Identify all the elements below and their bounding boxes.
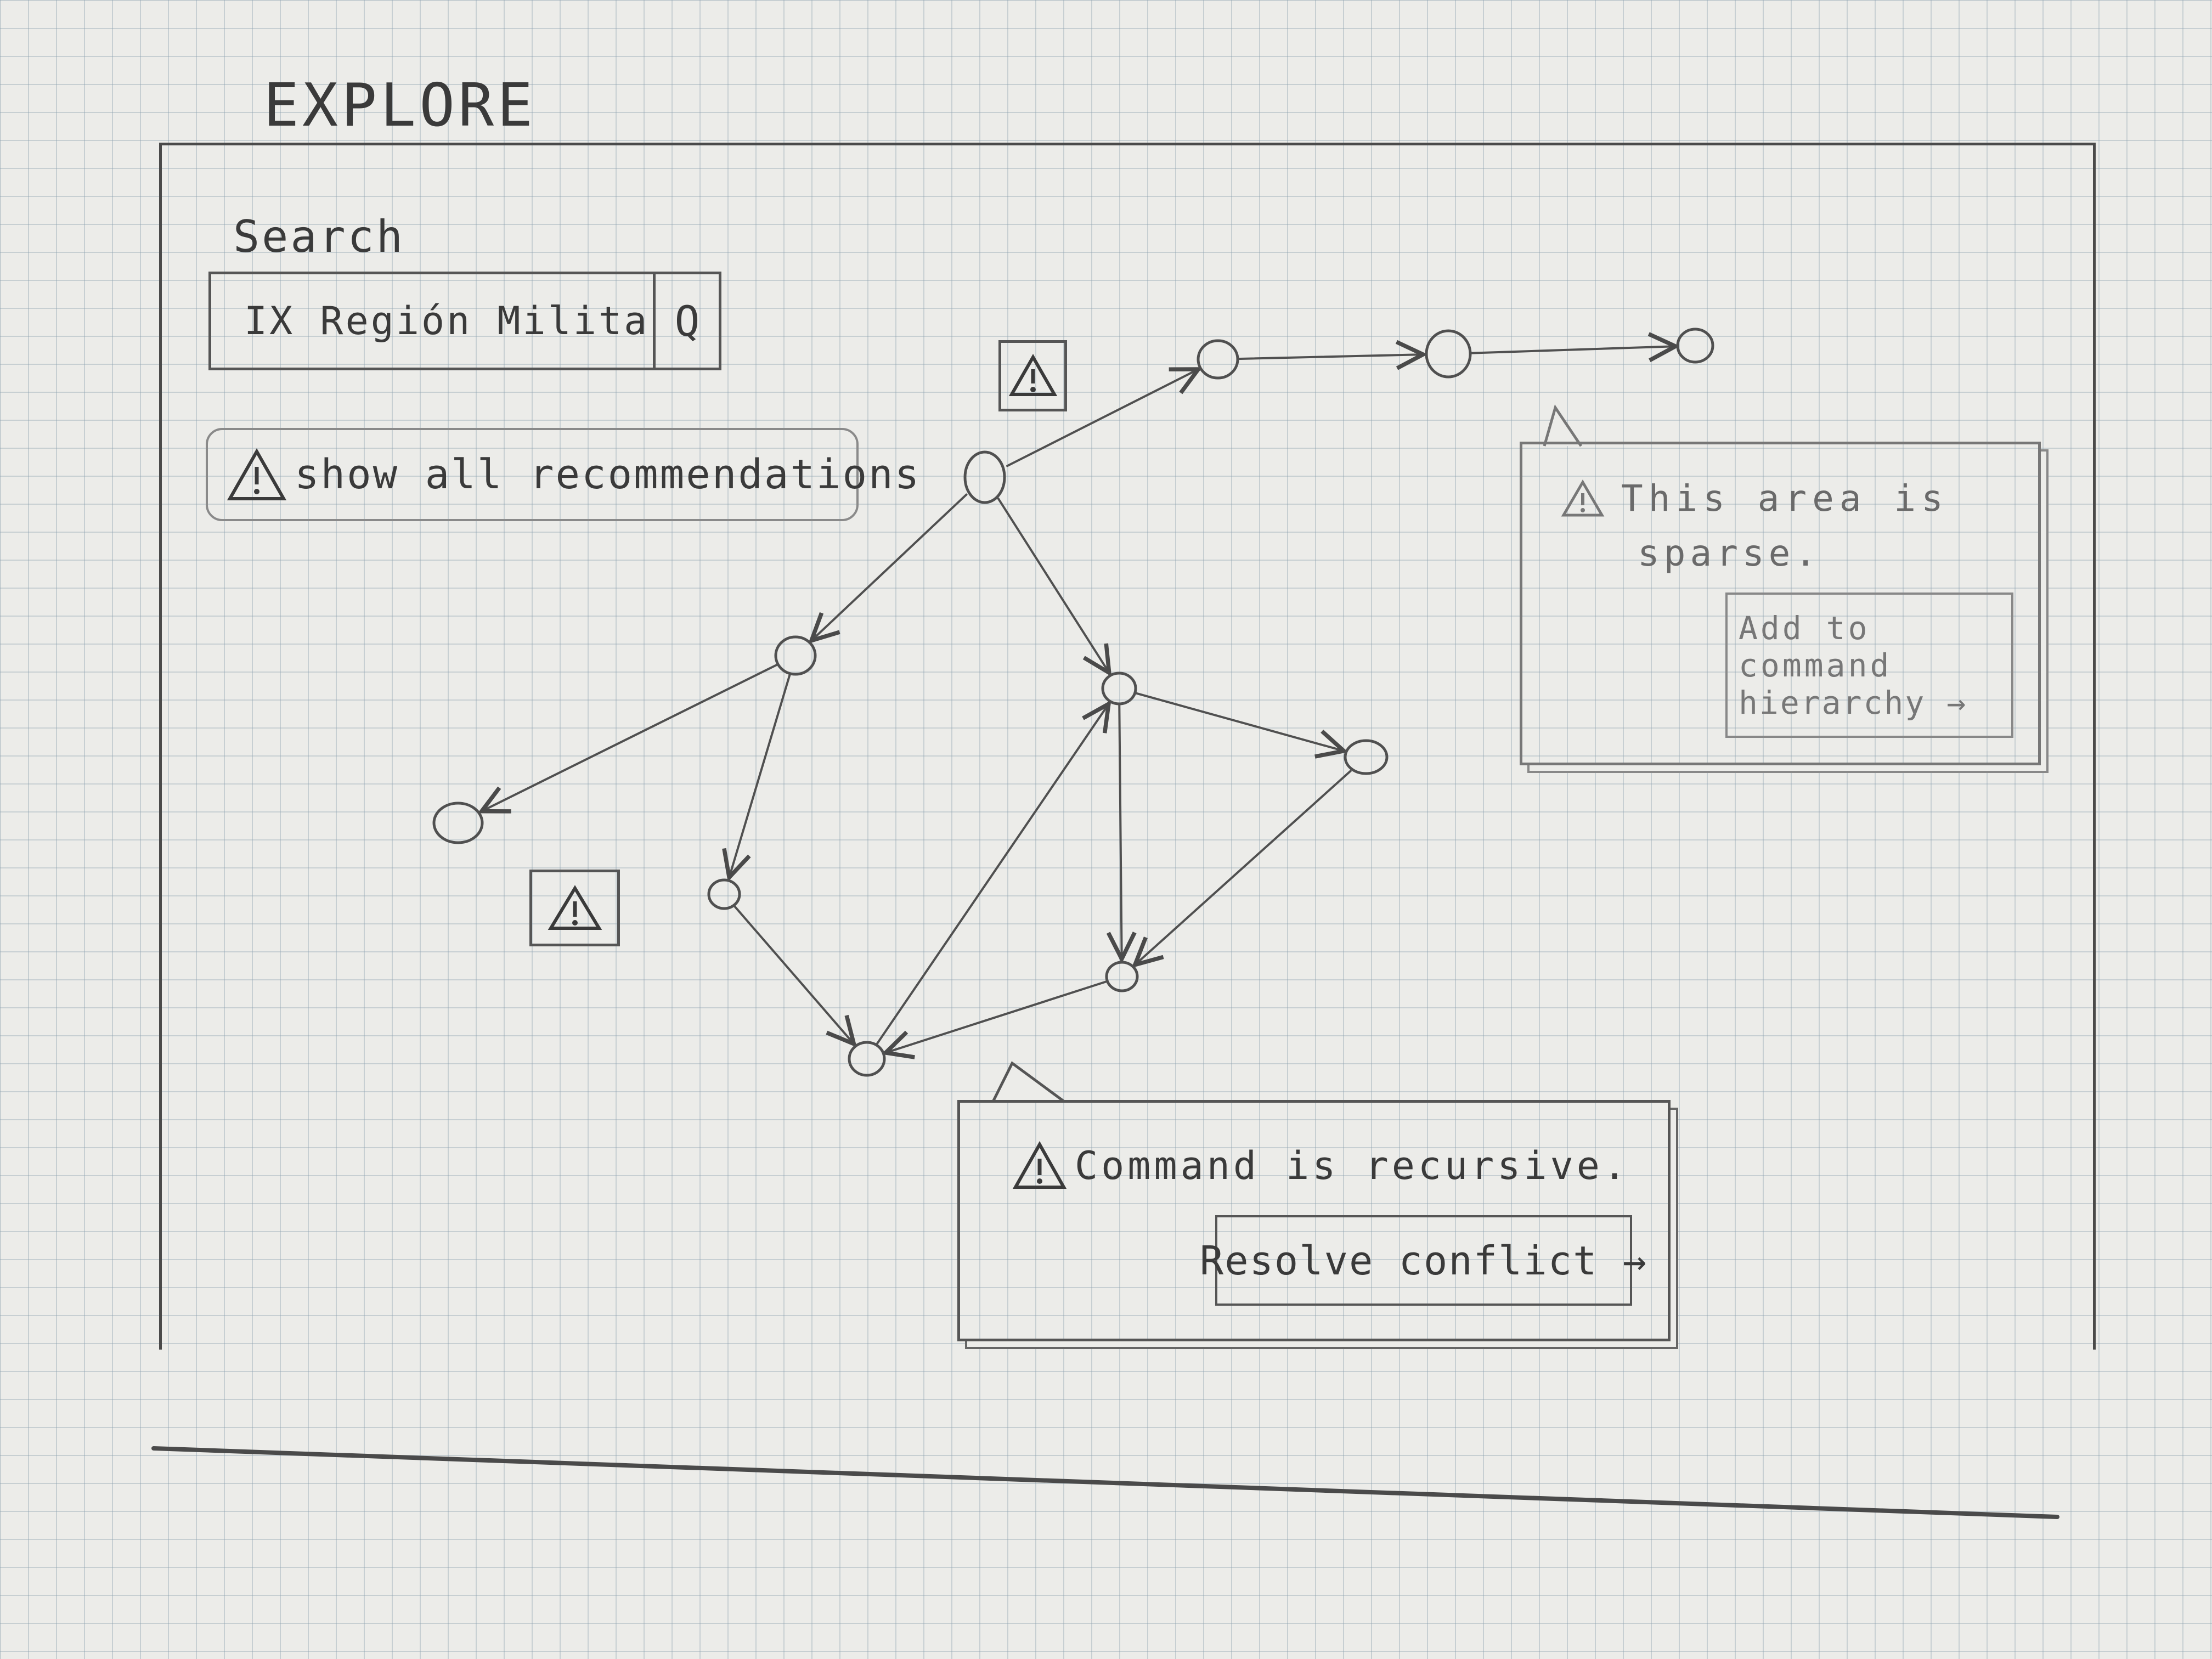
recursive-callout-pointer [991, 1061, 1065, 1103]
graph-node[interactable] [707, 878, 741, 910]
warning-triangle-icon [1012, 1141, 1067, 1189]
search-input[interactable] [211, 274, 653, 368]
show-all-recommendations-button[interactable]: show all recommendations [206, 428, 919, 521]
sparse-message-line2: sparse. [1638, 532, 1821, 574]
graph-edge [876, 704, 1109, 1046]
show-all-recommendations-label: show all recommendations [295, 451, 921, 498]
sparse-message-line1: This area is [1621, 477, 1949, 520]
graph-edge [1006, 369, 1198, 467]
search-bar: Q [208, 272, 721, 370]
graph-edge [1236, 354, 1423, 359]
graph-node[interactable] [1344, 739, 1389, 775]
resolve-conflict-button[interactable]: Resolve conflict → [1200, 1215, 1646, 1306]
graph-edge [482, 663, 779, 811]
graph-edge [811, 493, 968, 641]
warning-triangle-icon [227, 447, 287, 502]
graph-edge [1470, 346, 1675, 353]
graph-edge [885, 980, 1109, 1053]
add-to-command-hierarchy-button[interactable]: Add to command hierarchy → [1725, 592, 2013, 738]
graph-edge [1135, 770, 1352, 964]
graph-node[interactable] [848, 1041, 886, 1077]
bottom-divider-line [151, 1446, 2059, 1519]
recursive-command-callout: Command is recursive. Resolve conflict → [957, 1100, 1671, 1341]
search-button[interactable]: Q [653, 274, 719, 368]
add-to-label-line1: Add to [1739, 609, 1870, 647]
add-to-label-line2: command [1739, 646, 1892, 684]
search-label: Search [233, 211, 405, 262]
graph-node[interactable] [1676, 328, 1714, 364]
graph-warning-badge-left[interactable] [529, 870, 620, 946]
resolve-conflict-label: Resolve conflict → [1199, 1237, 1648, 1284]
graph-edge [733, 905, 854, 1044]
search-icon: Q [674, 296, 700, 346]
graph-node[interactable] [1197, 339, 1239, 380]
graph-node[interactable] [1425, 329, 1472, 379]
add-to-label-line3: hierarchy → [1739, 684, 1968, 721]
graph-edge [1133, 692, 1344, 751]
sparse-area-callout: This area is sparse. Add to command hier… [1520, 442, 2041, 765]
warning-triangle-icon [548, 884, 602, 930]
recursive-message: Command is recursive. [1075, 1143, 1630, 1188]
explore-window-frame [159, 143, 2096, 1350]
graph-warning-badge-top[interactable] [998, 340, 1067, 411]
warning-triangle-icon [1561, 479, 1605, 516]
graph-edge [1119, 703, 1121, 959]
graph-edge [729, 673, 791, 877]
graph-node[interactable] [1105, 961, 1139, 992]
sparse-callout-pointer [1543, 404, 1583, 447]
graph-node[interactable] [774, 635, 817, 676]
graph-edge [997, 497, 1109, 673]
graph-node[interactable] [432, 802, 484, 844]
graph-node[interactable] [1101, 672, 1137, 706]
page-title: EXPLORE [263, 71, 537, 140]
graph-node[interactable] [963, 450, 1006, 504]
warning-triangle-icon [1008, 354, 1057, 396]
